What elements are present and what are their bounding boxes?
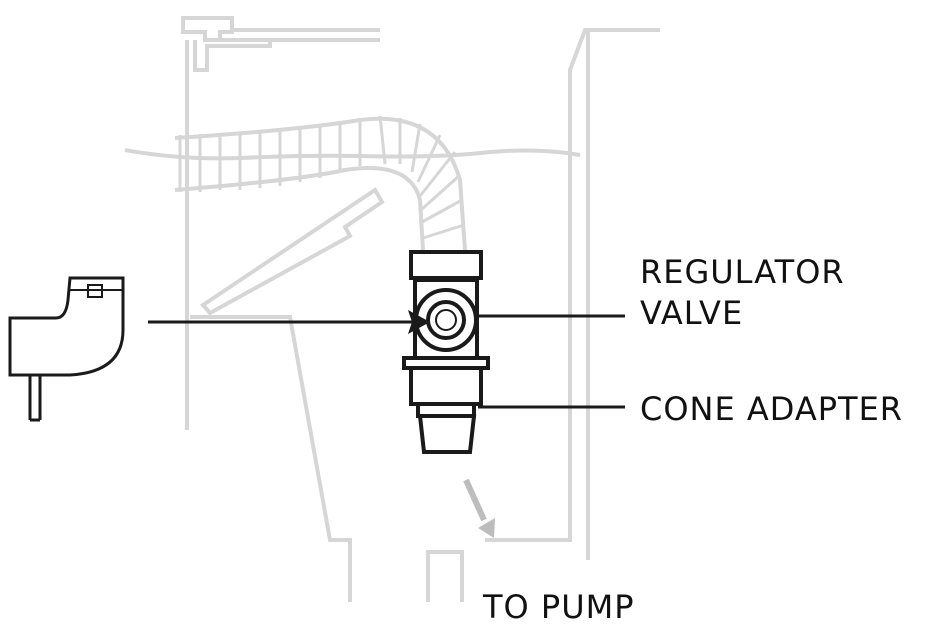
cone-adapter-label: CONE ADAPTER: [640, 390, 904, 428]
cone-adapter-icon: [416, 402, 477, 454]
tank-outline: [124, 16, 660, 602]
flow-arrow-icon: [463, 478, 495, 538]
regulator-valve-label-line1: REGULATOR: [640, 253, 845, 291]
regulator-valve-label-line2: VALVE: [640, 294, 744, 332]
to-pump-label: TO PUMP: [483, 588, 635, 626]
valve-detail-icon: [8, 276, 125, 422]
leader-lines: [148, 314, 625, 409]
hose-icon: [174, 115, 467, 251]
pointer-arrowhead: [408, 310, 430, 334]
